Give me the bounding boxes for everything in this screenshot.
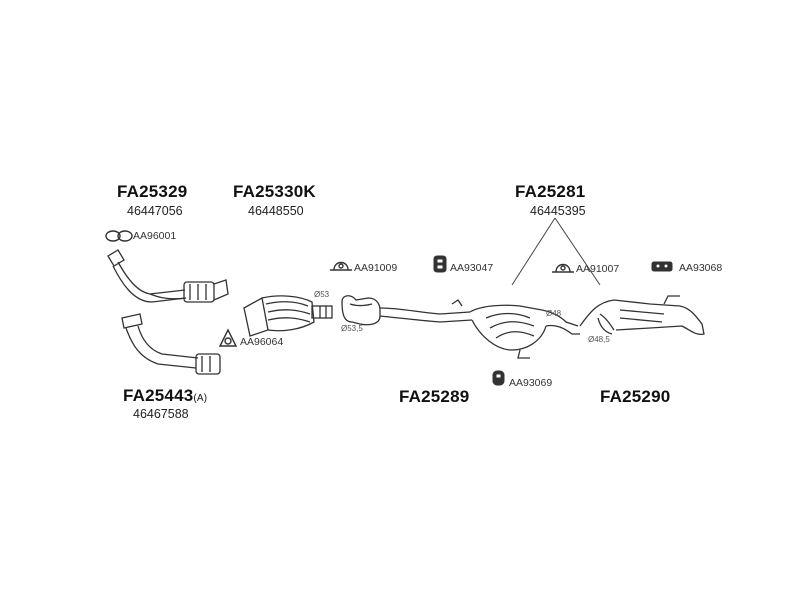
hanger-aa93047-drawing: [433, 255, 447, 273]
part-code-fa25443-text: FA25443: [123, 386, 194, 405]
part-code-fa25443: FA25443(A): [123, 386, 207, 406]
front-pipe-lower-drawing: [121, 313, 221, 375]
part-code-fa25290: FA25290: [600, 387, 671, 406]
accessory-label-aa93068: AA93068: [679, 262, 723, 274]
clamp-aa91009-drawing: [330, 261, 352, 271]
accessory-label-aa93069: AA93069: [509, 377, 553, 389]
part-code-fa25289: FA25289: [399, 387, 470, 406]
part-ref-46447056: 46447056: [127, 204, 183, 218]
clamp-aa91007-drawing: [552, 263, 574, 273]
middle-silencer-drawing: [341, 295, 580, 359]
hanger-aa93069-drawing: [492, 370, 505, 386]
part-code-fa25330k: FA25330K: [233, 182, 316, 201]
rear-group-leader-lines: [511, 217, 601, 286]
gasket-aa96001-drawing: [105, 230, 133, 242]
part-code-fa25329: FA25329: [117, 182, 188, 201]
front-pipe-upper-drawing: [107, 249, 229, 303]
part-code-fa25443-suffix: (A): [193, 393, 208, 404]
catalyst-drawing: [243, 295, 333, 337]
part-code-fa25281: FA25281: [515, 182, 586, 201]
gasket-aa96064-drawing: [218, 328, 238, 347]
part-ref-46448550: 46448550: [248, 204, 304, 218]
part-ref-46445395: 46445395: [530, 204, 586, 218]
accessory-label-aa96001: AA96001: [133, 230, 177, 242]
dimension-d48: Ø48: [546, 309, 562, 318]
accessory-label-aa91007: AA91007: [576, 263, 620, 275]
rear-silencer-drawing: [579, 295, 705, 336]
dimension-d48-5: Ø48,5: [588, 335, 610, 344]
dimension-d53-5: Ø53,5: [341, 324, 363, 333]
accessory-label-aa93047: AA93047: [450, 262, 494, 274]
part-ref-46467588: 46467588: [133, 407, 189, 421]
accessory-label-aa96064: AA96064: [240, 336, 284, 348]
accessory-label-aa91009: AA91009: [354, 262, 398, 274]
dimension-d53: Ø53: [314, 290, 330, 299]
hanger-aa93068-drawing: [651, 261, 673, 272]
